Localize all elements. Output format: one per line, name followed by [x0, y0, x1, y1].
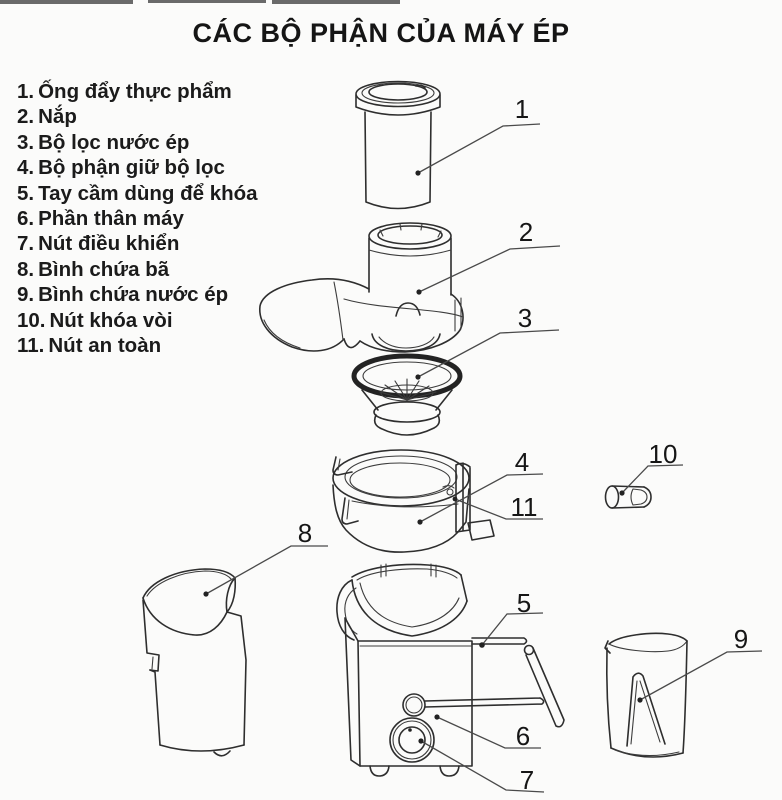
part-number: 6.	[17, 207, 35, 231]
callout-7: 7	[520, 765, 534, 795]
part-filter-drawing	[351, 353, 463, 436]
part-number: 1.	[17, 80, 35, 103]
parts-list-item-11: 11.Nút an toàn	[17, 333, 258, 358]
part-label: Nắp	[38, 105, 77, 129]
leader-lines	[203, 123, 763, 793]
callout-6: 6	[516, 721, 530, 751]
callout-4: 4	[515, 447, 529, 477]
parts-list-item-2: 2.Nắp	[17, 104, 258, 129]
callout-2: 2	[519, 217, 533, 247]
part-lid-drawing	[259, 222, 464, 353]
scan-artifacts	[0, 0, 400, 4]
parts-list-item-4: 4.Bộ phận giữ bộ lọc	[17, 155, 258, 180]
parts-list-item-6: 6.Phần thân máy	[17, 206, 258, 231]
part-juice-container-drawing	[604, 632, 688, 758]
part-number: 5.	[17, 181, 35, 205]
part-filter-holder-drawing	[332, 449, 495, 553]
part-main-body-drawing	[336, 563, 565, 777]
part-label: Bình chứa nước ép	[38, 283, 229, 307]
part-label: Nút khóa vòi	[49, 308, 173, 332]
part-number: 11.	[17, 334, 45, 358]
part-spout-lock-drawing	[604, 485, 652, 509]
part-label: Nút an toàn	[48, 334, 162, 358]
part-number: 8.	[17, 257, 35, 281]
callout-5: 5	[517, 588, 531, 618]
part-label: Nút điều khiển	[38, 232, 180, 256]
callout-10: 10	[649, 439, 678, 469]
parts-list-item-7: 7.Nút điều khiển	[17, 231, 258, 256]
part-label: Bình chứa bã	[38, 257, 170, 281]
part-label: Phần thân máy	[38, 207, 184, 231]
parts-list-item-5: 5.Tay cầm dùng để khóa	[17, 181, 258, 206]
part-label: Bộ lọc nước ép	[38, 130, 190, 154]
part-pulp-container-drawing	[142, 568, 247, 757]
parts-list-item-3: 3.Bộ lọc nước ép	[17, 130, 258, 155]
part-food-pusher-drawing	[355, 80, 441, 210]
parts-list-item-9: 9.Bình chứa nước ép	[17, 282, 258, 307]
part-number: 4.	[17, 156, 35, 180]
callout-8: 8	[298, 518, 312, 548]
part-number: 10.	[17, 308, 46, 332]
parts-list-item-8: 8.Bình chứa bã	[17, 257, 258, 282]
part-number: 9.	[17, 283, 35, 307]
callout-3: 3	[518, 303, 532, 333]
parts-list: 1.Ống đẩy thực phẩm 2.Nắp 3.Bộ lọc nước …	[17, 79, 258, 358]
part-number: 3.	[17, 130, 35, 154]
parts-list-item-10: 10.Nút khóa vòi	[17, 308, 258, 333]
callout-11: 11	[511, 492, 538, 522]
page-title: CÁC BỘ PHẬN CỦA MÁY ÉP	[192, 18, 570, 48]
part-label: Tay cầm dùng để khóa	[38, 181, 258, 205]
callout-numbers: 1 2 3 4 11 10 8 5 6 7 9	[298, 94, 748, 795]
callout-1: 1	[515, 94, 529, 124]
part-number: 2.	[17, 105, 35, 129]
callout-9: 9	[734, 624, 748, 654]
parts-list-item-1: 1.Ống đẩy thực phẩm	[17, 79, 258, 104]
part-label: Bộ phận giữ bộ lọc	[38, 156, 225, 180]
part-number: 7.	[17, 232, 35, 256]
part-label: Ống đẩy thực phẩm	[38, 80, 232, 103]
